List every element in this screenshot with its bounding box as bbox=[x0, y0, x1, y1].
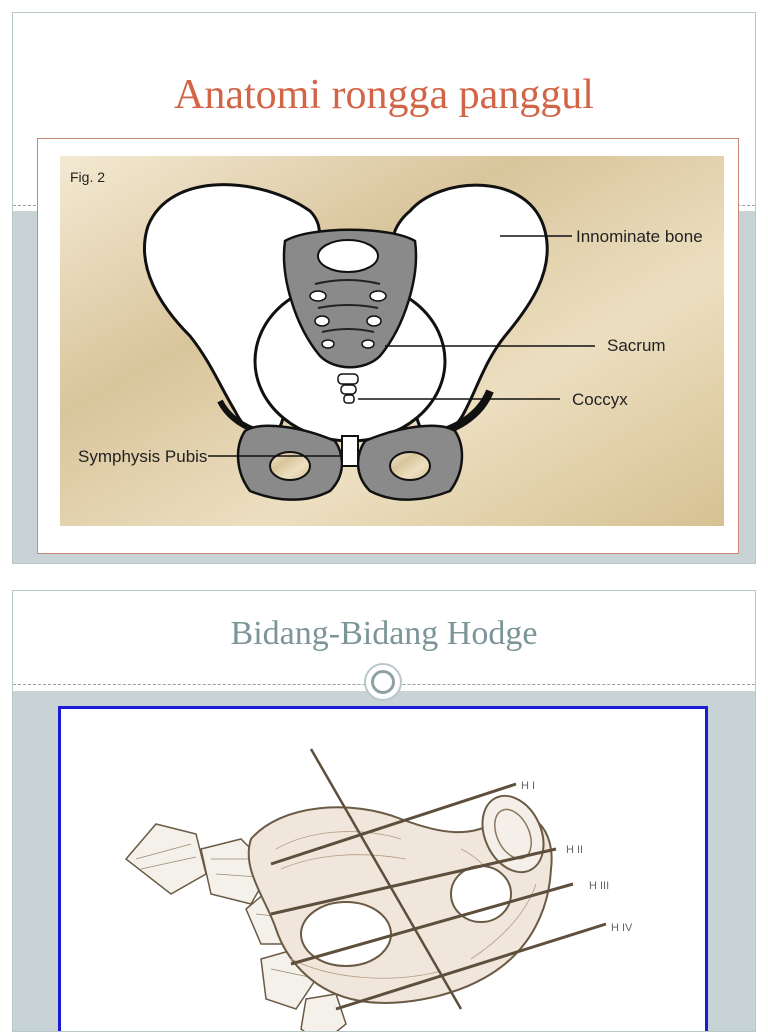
label-h4: H IV bbox=[611, 922, 633, 934]
pelvis-figure: Fig. 2 Innominate bone Sacrum Coccyx Sym… bbox=[60, 156, 724, 526]
hodge-planes bbox=[270, 782, 607, 1011]
label-innominate-bone: Innominate bone bbox=[576, 227, 703, 246]
vertebra bbox=[124, 823, 207, 895]
figure-frame: Fig. 2 Innominate bone Sacrum Coccyx Sym… bbox=[37, 138, 739, 554]
label-h2: H II bbox=[566, 844, 583, 856]
slide-title: Anatomi rongga panggul bbox=[174, 72, 594, 118]
label-h1: H I bbox=[521, 780, 535, 792]
slide-bidang-hodge: Bidang-Bidang Hodge bbox=[12, 590, 756, 1032]
figure-caption: Fig. 2 bbox=[70, 169, 105, 185]
label-h3: H III bbox=[589, 880, 609, 892]
slide-title: Bidang-Bidang Hodge bbox=[230, 615, 538, 652]
hodge-planes-figure: H I H II H III H IV bbox=[124, 748, 633, 1031]
obturator-foramen-right bbox=[450, 865, 512, 923]
obturator-foramen-left bbox=[300, 901, 392, 967]
vertebra-top bbox=[317, 239, 379, 273]
label-coccyx: Coccyx bbox=[572, 390, 628, 409]
label-symphysis-pubis: Symphysis Pubis bbox=[78, 447, 207, 466]
sacrum-bone bbox=[282, 228, 418, 369]
figure-frame: H I H II H III H IV bbox=[58, 706, 708, 1031]
pelvic-axis-line bbox=[309, 748, 463, 1010]
coccyx-bone bbox=[337, 373, 359, 404]
label-sacrum: Sacrum bbox=[607, 336, 666, 355]
vertebra bbox=[300, 993, 347, 1031]
slide-anatomi: Anatomi rongga panggul bbox=[12, 12, 756, 564]
symphysis-joint bbox=[341, 435, 359, 467]
circle-ornament bbox=[364, 663, 402, 701]
